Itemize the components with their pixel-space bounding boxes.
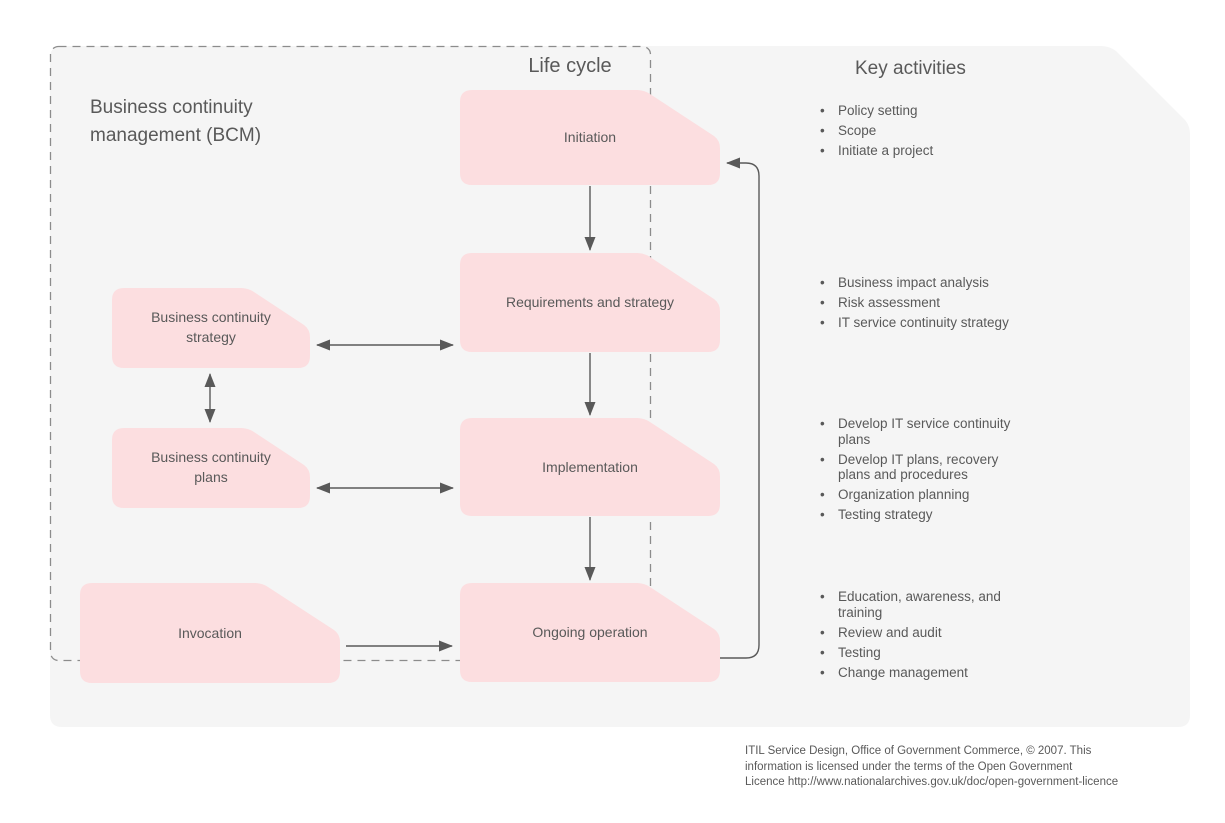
lifecycle-label: Life cycle bbox=[528, 55, 612, 77]
key-activities-group-implementation: Develop IT service continuity plans Deve… bbox=[812, 416, 1027, 527]
box-requirements-shape bbox=[460, 253, 720, 352]
list-item: Testing strategy bbox=[812, 507, 1027, 523]
list-item: Policy setting bbox=[812, 103, 1027, 119]
attribution-text: ITIL Service Design, Office of Governmen… bbox=[745, 745, 1119, 788]
panel-background bbox=[50, 46, 1190, 727]
box-initiation-shape bbox=[460, 90, 720, 185]
list-item: Risk assessment bbox=[812, 295, 1027, 311]
list-item: Organization planning bbox=[812, 487, 1027, 503]
list-item: Change management bbox=[812, 665, 1027, 681]
list-item: Business impact analysis bbox=[812, 275, 1027, 291]
box-bc-strategy-shape bbox=[112, 288, 310, 368]
key-activities-group-ongoing: Education, awareness, and training Revie… bbox=[812, 589, 1027, 685]
list-item: Initiate a project bbox=[812, 143, 1027, 159]
list-item: Develop IT service continuity plans bbox=[812, 416, 1027, 447]
list-item: IT service continuity strategy bbox=[812, 315, 1027, 331]
list-item: Testing bbox=[812, 645, 1027, 661]
list-item: Scope bbox=[812, 123, 1027, 139]
lifecycle-boundary bbox=[49, 45, 652, 662]
box-ongoing-operation-shape bbox=[460, 583, 720, 682]
box-implementation-shape bbox=[460, 418, 720, 516]
key-activities-title: Key activities bbox=[855, 58, 966, 79]
list-item: Review and audit bbox=[812, 625, 1027, 641]
list-item: Education, awareness, and training bbox=[812, 589, 1027, 620]
box-invocation-shape bbox=[80, 583, 340, 683]
key-activities-group-initiation: Policy setting Scope Initiate a project bbox=[812, 103, 1027, 163]
feedback-loop-ongoing-to-initiation bbox=[720, 157, 760, 659]
key-activities-group-requirements: Business impact analysis Risk assessment… bbox=[812, 275, 1027, 335]
list-item: Develop IT plans, recovery plans and pro… bbox=[812, 452, 1027, 483]
bcm-title: Business continuity management (BCM) bbox=[90, 97, 262, 146]
box-bc-plans-shape bbox=[112, 428, 310, 508]
